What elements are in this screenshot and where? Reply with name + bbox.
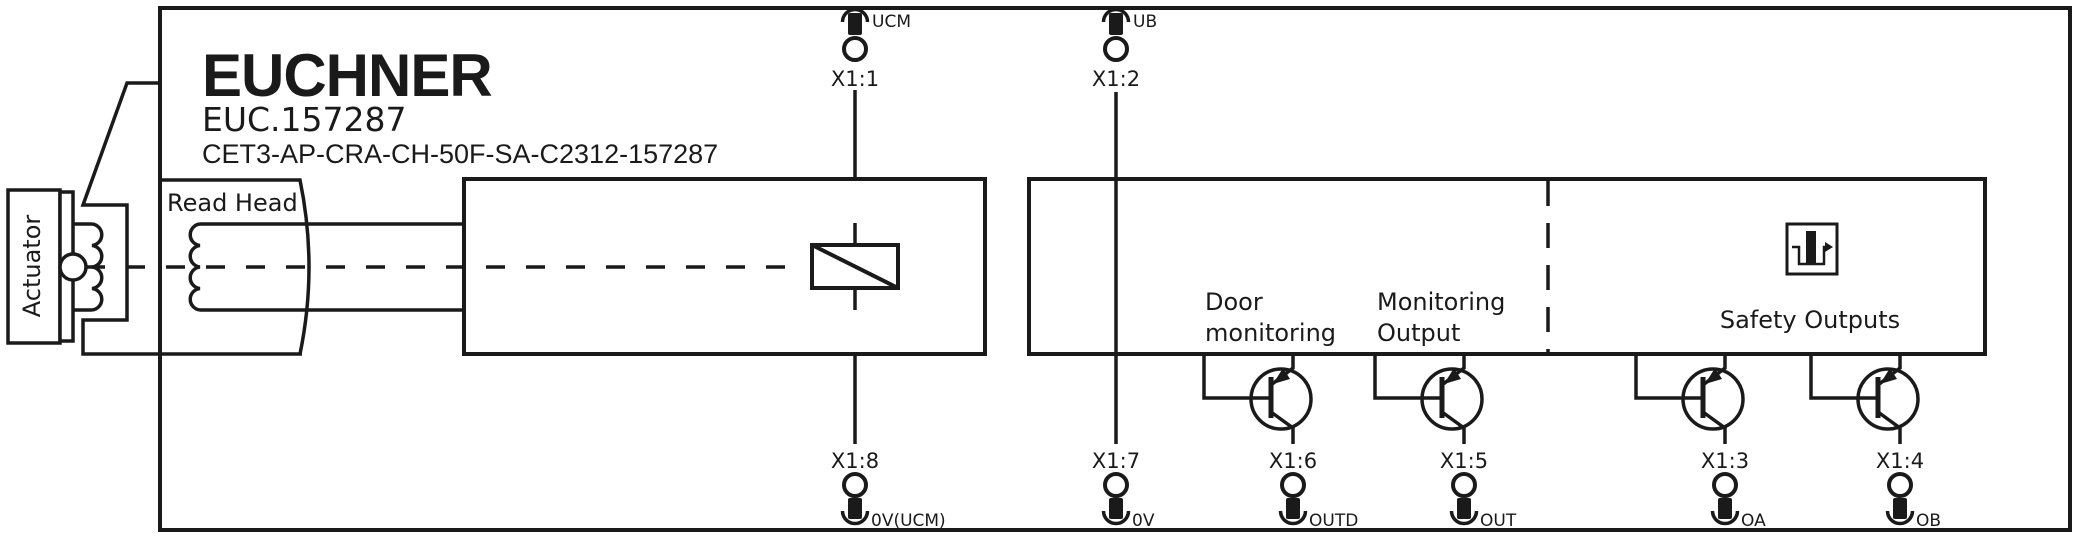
output-section-labels: Door monitoring Monitoring Output Safety… (1205, 288, 1900, 347)
terminal-signal: OUTD (1309, 511, 1358, 531)
actuator-assembly: Actuator (6, 188, 104, 345)
terminal-circle (1280, 472, 1306, 498)
brand-logo: EUCHNER (202, 42, 492, 109)
terminal-x1-1: X1:1 UCM (831, 7, 911, 91)
actuator-coil-leads (73, 222, 92, 312)
plug-socket-icon (1449, 510, 1479, 526)
safety-outputs-label: Safety Outputs (1720, 306, 1900, 334)
terminal-signal: OUT (1480, 511, 1517, 531)
terminal-circle (1103, 36, 1129, 62)
terminal-x1-6: X1:6 OUTD (1269, 449, 1358, 531)
order-code: EUC.157287 (202, 100, 407, 139)
read-head: Read Head (160, 178, 464, 355)
plug-socket-icon (1101, 510, 1131, 526)
actuator-pivot-circle (58, 252, 88, 282)
terminal-id: X1:4 (1876, 449, 1924, 473)
read-head-label: Read Head (167, 189, 298, 217)
safety-output-a-transistor-icon (1636, 353, 1743, 444)
terminal-id: X1:1 (831, 67, 879, 91)
wires (853, 90, 1118, 444)
terminal-circle (1451, 472, 1477, 498)
plug-socket-icon (1101, 7, 1131, 23)
terminal-id: X1:5 (1440, 449, 1488, 473)
plug-pin-icon (848, 498, 862, 519)
plug-socket-icon (1710, 510, 1740, 526)
terminal-x1-5: X1:5 OUT (1440, 449, 1517, 531)
terminal-id: X1:2 (1092, 67, 1140, 91)
door-monitoring-label-line2: monitoring (1205, 319, 1336, 347)
plug-pin-icon (848, 13, 862, 35)
plug-socket-icon (840, 510, 870, 526)
terminal-signal: UB (1133, 12, 1157, 32)
relay-symbol (810, 243, 900, 290)
pulsed-output-icon-bar (1806, 231, 1816, 263)
plug-pin-icon (1457, 498, 1471, 519)
relay-coil-diagonal (811, 243, 899, 290)
actuator-coil-icon (91, 222, 104, 312)
terminal-x1-8: X1:8 0V(UCM) (831, 449, 946, 531)
terminal-x1-2: X1:2 UB (1092, 7, 1157, 91)
read-head-outline (160, 178, 311, 355)
terminal-id: X1:8 (831, 449, 879, 473)
read-head-coil-wires (200, 222, 464, 312)
monitoring-output-label-line2: Output (1377, 319, 1460, 347)
pulsed-output-icon-arrow (1825, 242, 1833, 252)
terminal-signal: OB (1916, 511, 1941, 531)
terminal-x1-3: X1:3 OA (1701, 449, 1766, 531)
door-monitoring-transistor-icon (1204, 353, 1311, 444)
door-monitoring-label-line1: Door (1205, 288, 1263, 316)
type-code: CET3-AP-CRA-CH-50F-SA-C2312-157287 (202, 139, 718, 169)
pulsed-safety-output-icon (1785, 222, 1839, 276)
pulsed-output-icon-trace (1792, 245, 1827, 266)
terminal-circle (842, 472, 868, 498)
monitoring-output-label-line1: Monitoring (1377, 288, 1505, 316)
terminal-id: X1:7 (1092, 449, 1140, 473)
read-head-coil-icon (188, 222, 201, 312)
plug-socket-icon (1278, 510, 1308, 526)
plug-pin-icon (1286, 498, 1300, 519)
terminal-signal: UCM (872, 12, 911, 32)
monitoring-output-transistor-icon (1375, 353, 1482, 444)
terminal-circle (842, 36, 868, 62)
actuator-label: Actuator (18, 215, 46, 318)
plug-pin-icon (1109, 498, 1123, 519)
plug-pin-icon (1893, 498, 1907, 519)
terminal-id: X1:3 (1701, 449, 1749, 473)
terminal-signal: 0V (1132, 511, 1155, 531)
terminal-signal: 0V(UCM) (871, 511, 946, 531)
terminal-id: X1:6 (1269, 449, 1317, 473)
safety-output-b-transistor-icon (1811, 353, 1918, 444)
plug-socket-icon (1885, 510, 1915, 526)
mounting-bracket-outline (80, 81, 302, 356)
terminal-circle (1712, 472, 1738, 498)
plug-pin-icon (1718, 498, 1732, 519)
terminal-circle (1103, 472, 1129, 498)
terminal-x1-4: X1:4 OB (1876, 449, 1941, 531)
terminal-signal: OA (1741, 511, 1766, 531)
header-block: EUCHNER EUC.157287 CET3-AP-CRA-CH-50F-SA… (202, 42, 718, 169)
terminal-circle (1887, 472, 1913, 498)
terminal-x1-7: X1:7 0V (1092, 449, 1155, 531)
plug-socket-icon (840, 7, 870, 23)
plug-pin-icon (1109, 13, 1123, 35)
